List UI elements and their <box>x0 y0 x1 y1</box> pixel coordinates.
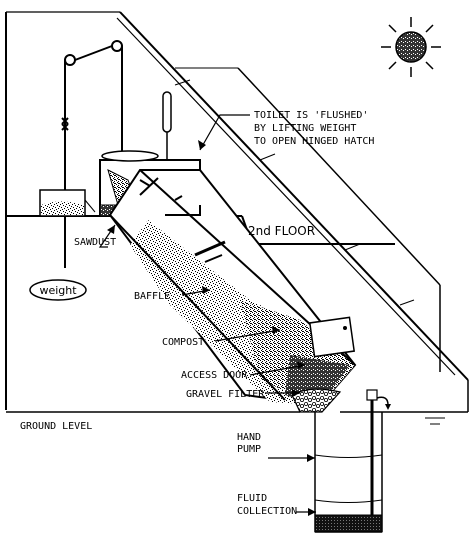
sawdust-bin <box>39 189 96 217</box>
toilet-note-line-3: TO OPEN HINGED HATCH <box>254 136 374 147</box>
sawdust-label: SAWDUST <box>74 237 116 248</box>
hinged-hatch <box>139 177 201 216</box>
solar-glazing <box>174 67 441 372</box>
access-door <box>308 316 356 358</box>
hatch-lever <box>162 91 172 160</box>
pulley-system <box>61 40 123 268</box>
hand-pump-label-line-2: PUMP <box>237 444 261 455</box>
fluid-collection-label-line-1: FLUID <box>237 493 267 504</box>
fluid-collection-label-line-2: COLLECTION <box>237 506 297 517</box>
building-outline <box>5 11 469 412</box>
sun-icon <box>381 17 441 77</box>
ground-level-label: GROUND LEVEL <box>20 421 92 432</box>
second-floor-label: 2nd FLOOR <box>248 224 315 238</box>
fluid-collection-tank <box>314 412 383 533</box>
ground-line <box>6 411 468 425</box>
weight-label: weight <box>39 284 77 297</box>
compost-label: COMPOST <box>162 337 204 348</box>
toilet-note-line-1: TOILET IS 'FLUSHED' <box>254 110 368 121</box>
weight-oval <box>29 279 87 301</box>
baffle <box>194 240 226 263</box>
arrowheads <box>107 140 316 516</box>
access-door-label: ACCESS DOOR <box>181 370 248 381</box>
hand-pump-label-line-1: HAND <box>237 432 261 443</box>
baffle-label: BAFFLE <box>134 291 170 302</box>
toilet-note-line-2: BY LIFTING WEIGHT <box>254 123 356 134</box>
hand-pump <box>366 389 391 515</box>
gravel-filter-label: GRAVEL FILTER <box>186 389 265 400</box>
